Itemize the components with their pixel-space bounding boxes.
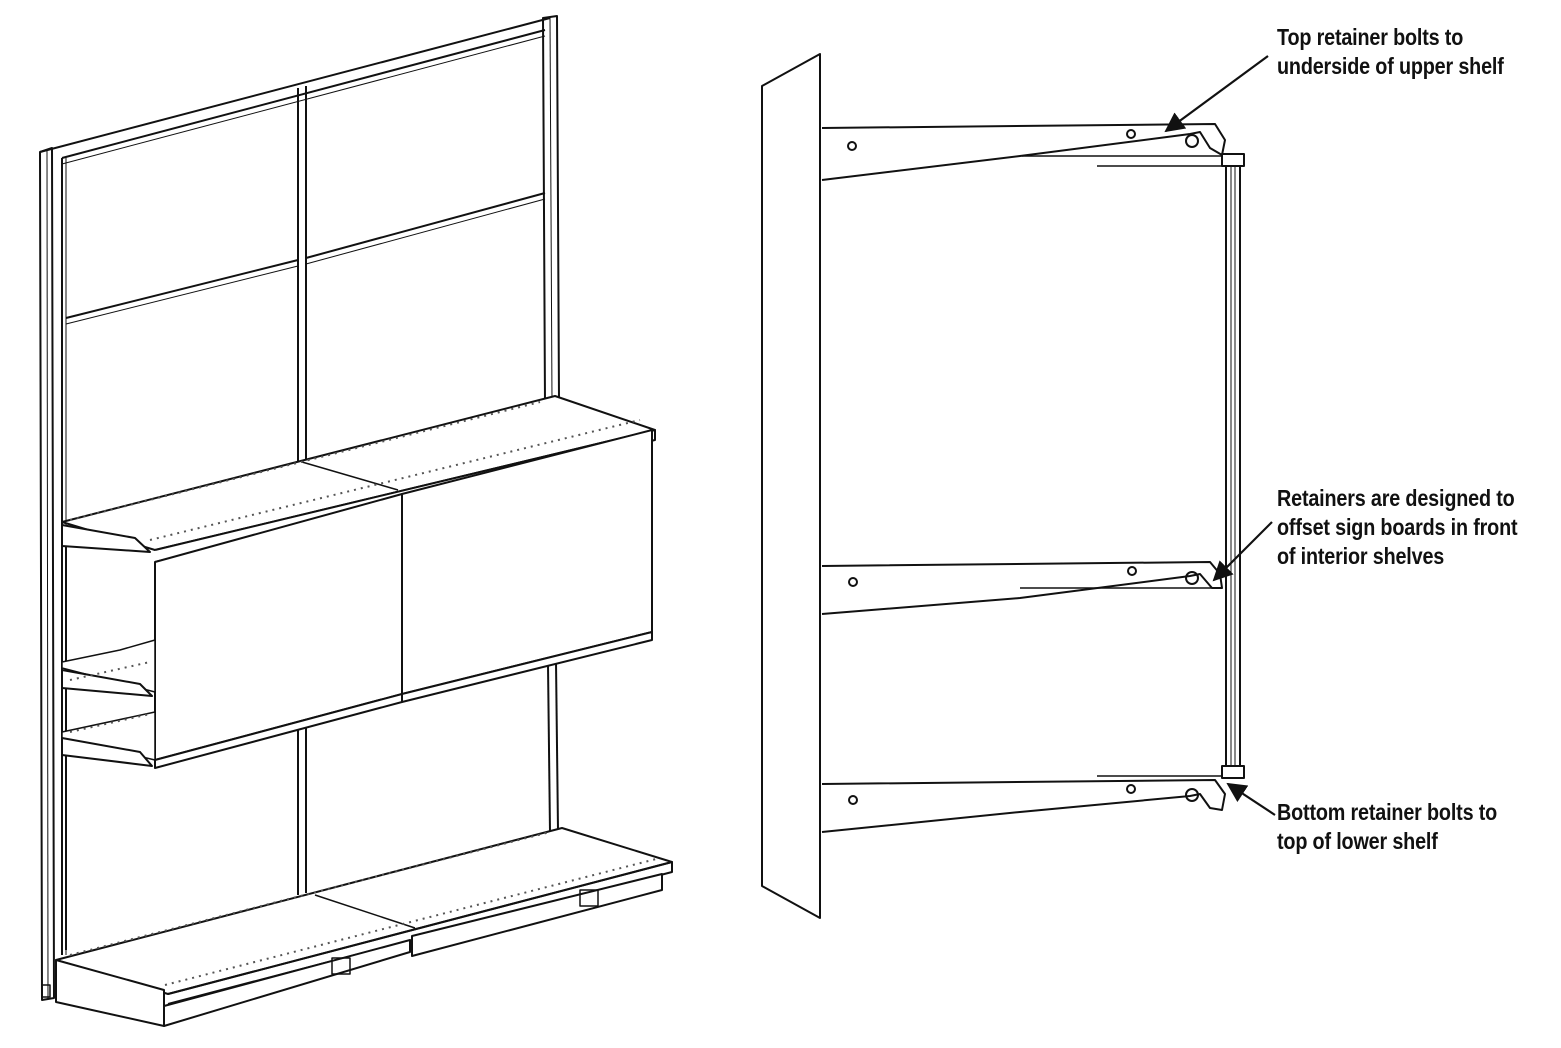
callout-mid-line-2: offset sign boards in front [1277, 514, 1518, 540]
callout-top-line-1: Top retainer bolts to [1277, 24, 1464, 50]
base-shelf [55, 827, 673, 1027]
sign-board-left [154, 493, 403, 769]
bottom-bracket [821, 775, 1226, 833]
callout-bottom-line-1: Bottom retainer bolts to [1277, 799, 1498, 825]
callout-mid-line-3: of interior shelves [1277, 543, 1445, 569]
shelving-unit-isometric [39, 15, 673, 1027]
arrow-middle [1212, 521, 1273, 582]
callout-top-line-2: underside of upper shelf [1277, 53, 1504, 79]
top-rail [39, 17, 551, 165]
callout-bottom-line-2: top of lower shelf [1277, 828, 1438, 854]
arrow-bottom [1226, 782, 1276, 816]
callout-top-retainer: Top retainer bolts to underside of upper… [1277, 23, 1504, 81]
sign-board-right [401, 429, 653, 703]
callout-arrows [1164, 55, 1276, 816]
middle-bracket [821, 561, 1223, 615]
callout-bottom-retainer: Bottom retainer bolts to top of lower sh… [1277, 798, 1497, 856]
back-panel-side [761, 53, 821, 919]
sign-board-edge [1221, 153, 1245, 779]
left-upright [39, 147, 55, 1001]
callout-retainers-offset: Retainers are designed to offset sign bo… [1277, 484, 1518, 571]
callout-mid-line-1: Retainers are designed to [1277, 485, 1515, 511]
section-side-view [761, 53, 1245, 919]
top-bracket [821, 123, 1226, 181]
arrow-top [1164, 55, 1269, 133]
shelf-brackets [61, 524, 156, 767]
center-upright [297, 86, 307, 895]
